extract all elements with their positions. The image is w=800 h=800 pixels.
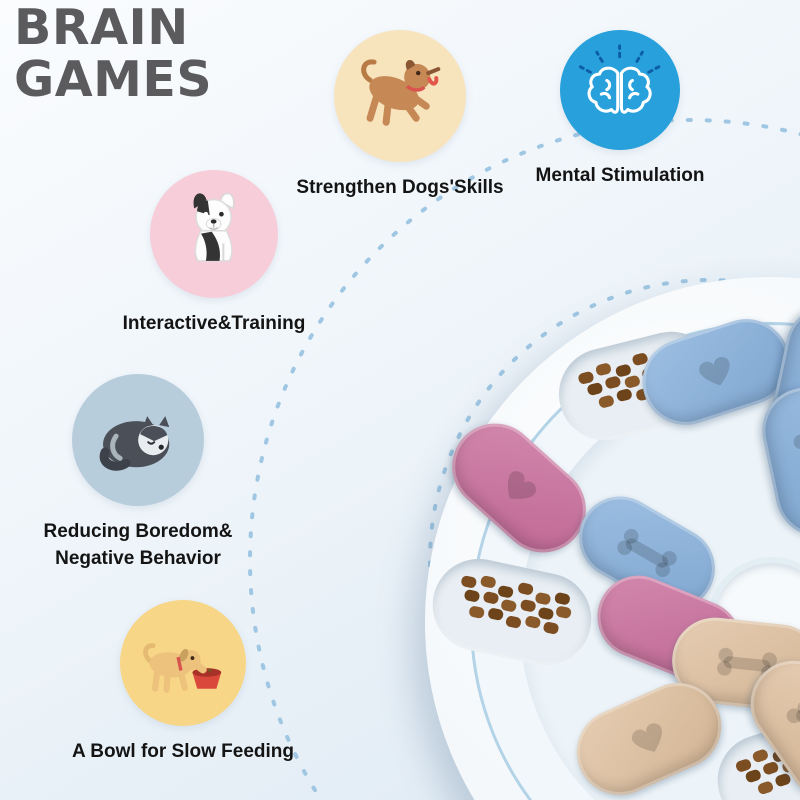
feature-label: Mental Stimulation: [535, 165, 705, 186]
heart-emboss-icon: [507, 471, 537, 499]
slider-tan-bone: [733, 643, 800, 800]
feature-label: A Bowl for Slow Feeding: [71, 741, 295, 762]
feature-strengthen-skills: Strengthen Dogs'Skills: [290, 30, 510, 202]
heart-emboss-icon: [699, 356, 730, 386]
feature-circle-tan: [334, 30, 466, 162]
feature-slow-feeding: A Bowl for Slow Feeding: [70, 600, 296, 766]
playful-dog-icon: [361, 59, 441, 126]
heart-emboss-icon: [631, 723, 662, 752]
feature-label-line2: Negative Behavior: [55, 547, 221, 569]
bone-emboss-icon: [786, 700, 800, 751]
slider-pink-heart: [434, 405, 604, 571]
feature-circle-pink: [150, 170, 278, 298]
feature-reducing-boredom: Reducing Boredom& Negative Behavior: [26, 374, 250, 572]
bone-emboss-icon: [793, 434, 800, 450]
feature-circle-yellow: [120, 600, 246, 726]
slider-tan-heart: [562, 669, 736, 800]
kibble-pieces: [577, 370, 595, 385]
feature-label-line1: Reducing Boredom&: [43, 521, 233, 542]
dog-eating-bowl-icon: [143, 643, 222, 693]
brain-icon: [579, 44, 661, 115]
title-line2: GAMES: [14, 50, 213, 108]
slider-blue-bone: [754, 379, 800, 545]
page-title: BRAIN GAMES: [14, 2, 212, 106]
feature-circle-blue: [560, 30, 680, 150]
feature-interactive-training: Interactive&Training: [100, 170, 328, 338]
kibble-pieces: [734, 757, 753, 774]
bulldog-icon: [193, 193, 235, 262]
bone-emboss-icon: [617, 528, 677, 578]
title-line1: BRAIN: [14, 0, 189, 56]
feature-label: Reducing Boredom& Negative Behavior: [44, 519, 233, 572]
kibble-pieces: [460, 574, 478, 589]
feature-label: Strengthen Dogs'Skills: [296, 177, 504, 198]
feature-label: Interactive&Training: [122, 313, 306, 334]
slider-blue-heart: [631, 307, 800, 437]
slider-blue-bone: [564, 481, 730, 625]
feature-circle-bluegray: [72, 374, 204, 506]
feature-mental-stimulation: Mental Stimulation: [500, 30, 740, 190]
sleeping-husky-icon: [99, 415, 170, 471]
